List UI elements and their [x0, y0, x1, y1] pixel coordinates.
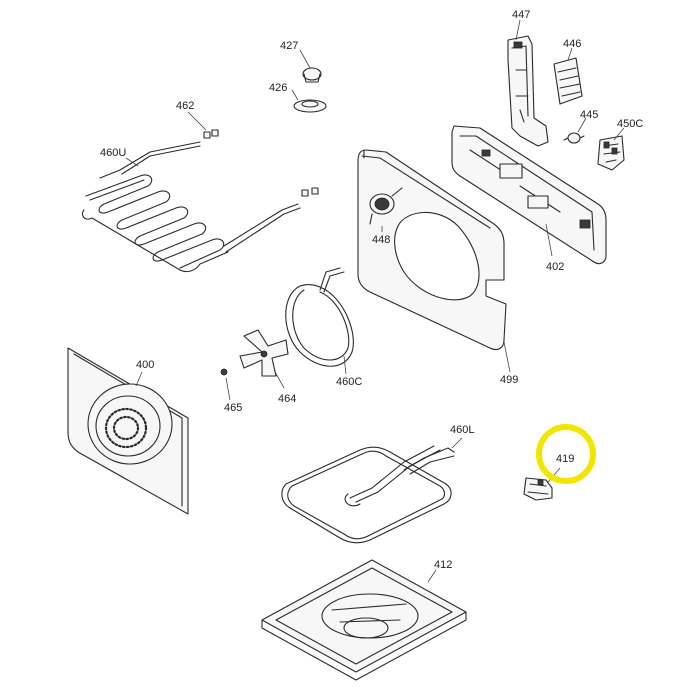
label-412: 412: [434, 559, 452, 571]
label-460l: 460L: [450, 424, 474, 436]
label-460u: 460U: [100, 147, 126, 159]
label-460c: 460C: [336, 376, 362, 388]
label-419: 419: [556, 453, 574, 465]
highlight-ring: [536, 424, 596, 484]
label-462: 462: [176, 100, 194, 112]
part-465-nut[interactable]: [220, 368, 231, 401]
part-460c-circular-heating-element[interactable]: [285, 267, 354, 375]
part-447-control-bracket[interactable]: [507, 19, 549, 147]
part-412-oven-base[interactable]: [261, 559, 467, 681]
part-446-terminal-block[interactable]: [553, 47, 583, 105]
label-464: 464: [278, 393, 296, 405]
part-448-fan-motor[interactable]: [369, 187, 403, 232]
label-400: 400: [136, 359, 154, 371]
label-446: 446: [563, 38, 581, 50]
label-426: 426: [269, 82, 287, 94]
part-464-fan-blade[interactable]: [239, 329, 289, 389]
part-445-thermostat[interactable]: [563, 117, 587, 144]
part-419-bracket[interactable]: [523, 467, 561, 501]
part-460u-upper-heating-element[interactable]: [81, 141, 301, 273]
part-426-knob-base[interactable]: [291, 89, 327, 113]
part-427-knob[interactable]: [299, 49, 322, 83]
label-450c: 450C: [617, 118, 643, 130]
part-450c-connector[interactable]: [597, 127, 625, 171]
part-462-terminal-clips[interactable]: [187, 111, 319, 197]
label-445: 445: [580, 109, 598, 121]
label-465: 465: [224, 402, 242, 414]
label-448: 448: [372, 234, 390, 246]
part-402-electronics-bracket[interactable]: [451, 125, 607, 265]
label-447: 447: [512, 9, 530, 21]
label-499: 499: [500, 374, 518, 386]
label-427: 427: [280, 40, 298, 52]
label-402: 402: [546, 261, 564, 273]
part-460l-lower-heating-element[interactable]: [281, 437, 463, 544]
part-400-fan-cover-panel[interactable]: [67, 347, 189, 515]
part-499-rear-panel[interactable]: [357, 149, 511, 373]
